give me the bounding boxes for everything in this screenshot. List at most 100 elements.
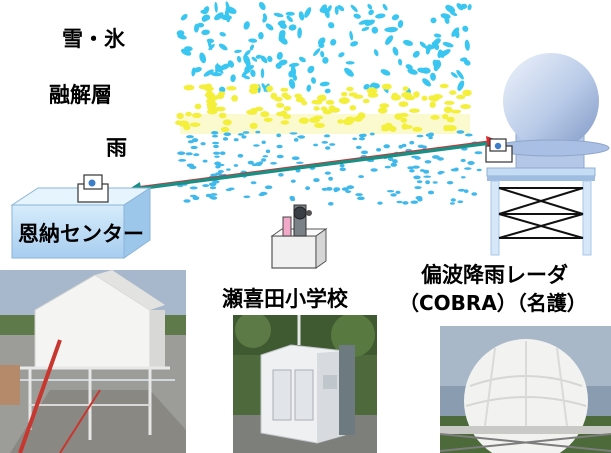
rain-drop [209,186,217,190]
snow-flake [244,50,251,56]
rain-drop [222,137,229,141]
melting-particle [379,103,390,109]
rain-drop [289,195,295,200]
melting-particle [460,104,471,110]
snow-flake [392,46,399,56]
rain-drop [276,154,284,159]
rain-drop [261,158,267,162]
snow-ice-label: 雪・氷 [62,27,125,51]
snow-flake [243,75,251,80]
snow-flake [273,12,284,18]
snow-flake [334,6,339,15]
snow-flake [353,13,361,19]
melting-particle [314,122,325,129]
rain-drop [178,159,187,162]
melting-particle [346,86,354,92]
melting-particle [337,119,344,124]
rain-drop [416,180,423,184]
snow-flake [262,16,268,23]
rain-drop [390,162,398,167]
rain-drop [457,188,466,192]
rain-drop [384,165,391,169]
snow-flake [184,46,193,52]
rain-drop [414,156,421,160]
melting-particle [439,83,449,89]
rain-drop [426,134,434,137]
snow-flake [456,69,464,80]
snow-flake [245,65,255,72]
melting-particle [185,111,192,117]
snow-flake [217,67,224,74]
rain-drop [359,137,365,141]
melting-layer-label: 融解層 [49,83,112,107]
rain-drop [383,144,391,149]
snow-flake [277,20,286,26]
rain-drop [417,197,423,202]
snow-flake [350,41,359,47]
snow-flake [442,42,454,48]
rain-drop [425,180,430,185]
sekita-school-label: 瀬喜田小学校 [222,287,348,311]
melting-particle [349,105,357,111]
snow-flake [431,41,439,45]
melting-particle [412,126,423,132]
rain-drop [177,151,186,155]
melting-particle [348,92,358,97]
snow-flake [234,49,242,54]
rain-drop [361,133,367,137]
melting-particle [313,115,324,120]
snow-flake [199,52,207,64]
melting-particle [428,95,437,101]
melting-particle [421,95,428,101]
rain-drop [291,156,300,160]
rain-drop [402,201,409,205]
rain-drop [190,145,198,150]
rain-drop [386,190,395,193]
snow-flake [320,50,325,58]
snow-flake [236,55,242,63]
melting-particle [378,107,388,114]
rain-drop [242,131,250,134]
melting-particle [183,84,195,91]
snow-flake [219,86,226,93]
snow-flake [201,29,210,36]
melting-particle [254,106,264,112]
snow-flake [260,68,265,79]
melting-particle [192,112,202,119]
melting-particle [313,106,320,111]
melting-particle [218,112,227,119]
rain-drop [346,185,355,190]
rain-drop [377,201,383,205]
rain-drop [395,190,401,194]
melting-particle [276,102,285,108]
rain-drop [189,165,197,170]
rain-drop [247,160,254,165]
rain-drop [424,160,432,164]
melting-particle [249,122,258,129]
snow-flake [464,39,470,51]
rain-drop [401,143,407,148]
rain-drop [250,181,257,185]
snow-flake [328,22,335,29]
melting-particle [260,111,270,118]
rain-drop [241,135,247,139]
rain-drop [210,193,218,196]
snow-flake [288,78,296,89]
snow-flake [345,61,355,65]
onna-instrument-icon [77,174,109,203]
snow-flake [275,62,282,69]
melting-particle [175,120,183,125]
rain-drop [237,153,244,158]
snow-flake [467,4,472,11]
rain-drop [225,188,232,192]
melting-particle [218,91,226,97]
snow-flake [207,39,213,51]
rain-drop [409,169,415,173]
snow-flake [200,9,208,15]
snow-flake [288,24,297,31]
onna-center-building [10,174,152,259]
rain-drop [324,171,331,175]
snow-flake [324,88,331,94]
radar-beam [126,136,501,196]
rain-drop [212,141,220,145]
